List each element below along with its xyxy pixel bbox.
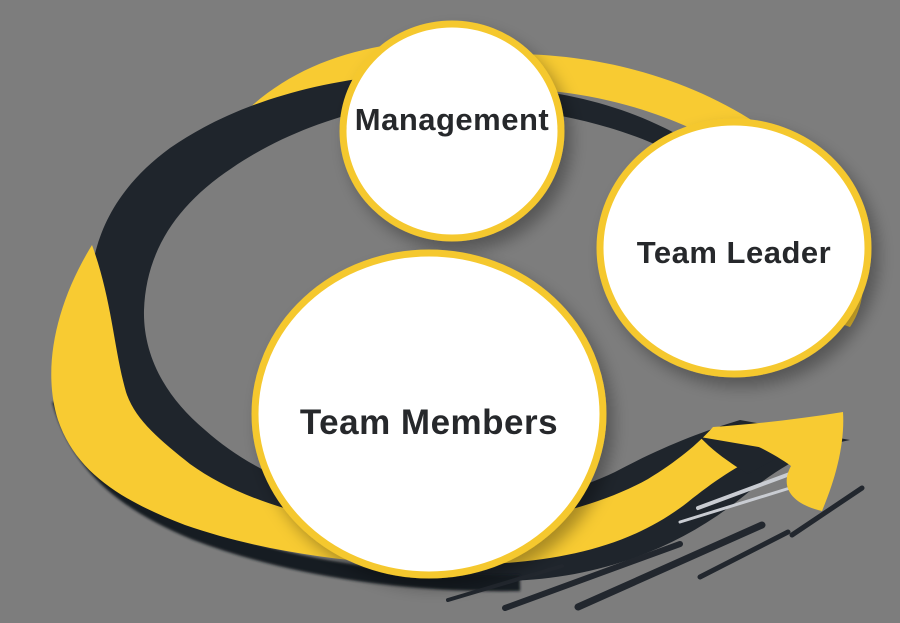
node-management-label: Management	[355, 102, 549, 137]
arrow-head	[713, 412, 844, 511]
node-team-members: Team Members	[251, 249, 607, 579]
light-streak-2	[678, 486, 792, 524]
black-swoosh	[89, 71, 851, 582]
speed-streaks	[446, 485, 865, 611]
node-team-members-label: Team Members	[300, 403, 558, 442]
speed-streak-4	[697, 529, 791, 580]
node-team-members-circle	[251, 249, 607, 579]
node-team-leader-circle	[596, 118, 872, 378]
node-team-leader: Team Leader	[596, 118, 872, 378]
speed-streak-5	[789, 485, 865, 538]
speed-streak-1	[446, 564, 564, 602]
node-management-circle	[339, 20, 565, 242]
arrow-shadow-wing	[700, 437, 788, 474]
node-team-leader-label: Team Leader	[637, 235, 831, 270]
speed-streak-3	[574, 521, 766, 611]
node-management: Management	[339, 20, 565, 242]
speed-streak-2	[502, 541, 683, 611]
